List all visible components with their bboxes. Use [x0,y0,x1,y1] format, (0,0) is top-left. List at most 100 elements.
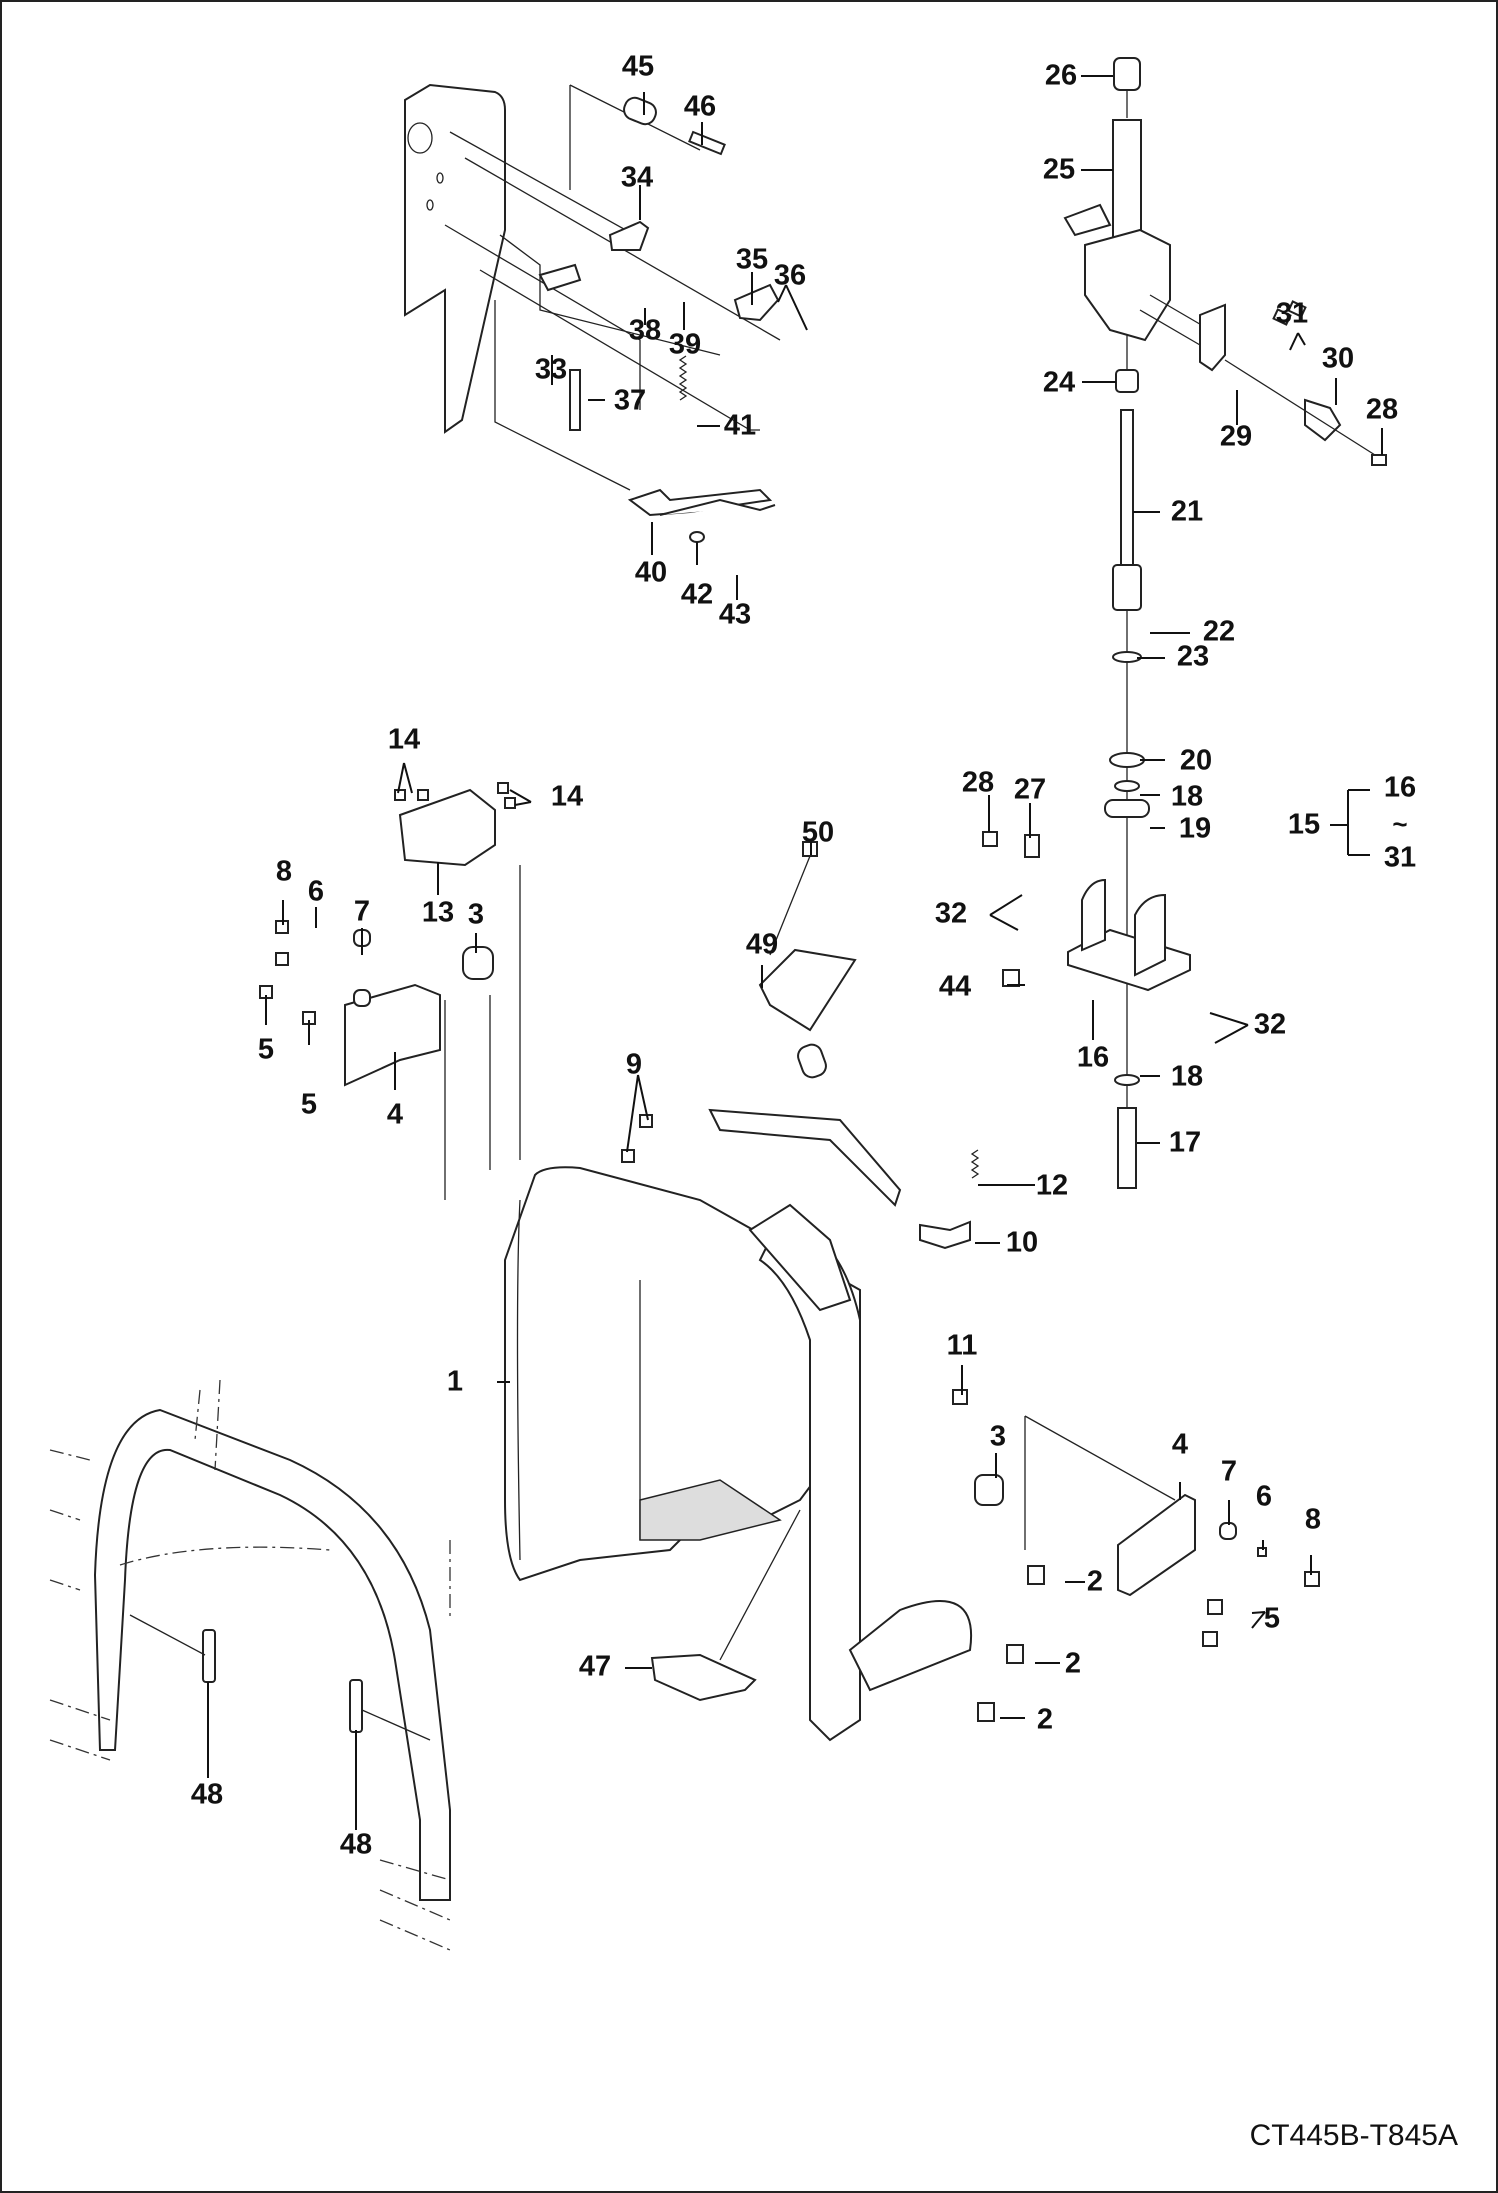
callout-12: 12 [1035,1169,1069,1202]
callout-3: 3 [989,1420,1007,1453]
assembly-range-symbol: ~ [1392,809,1408,839]
bolt-part [639,1114,653,1128]
callout-42: 42 [680,578,714,611]
callout-5: 5 [1263,1602,1281,1635]
callout-7: 7 [353,895,371,928]
bolt-part [1287,300,1307,318]
bolt-part [977,1702,995,1722]
boot-part [650,1653,757,1702]
pedal-arm [659,498,776,516]
bracket-part [398,788,496,867]
callout-6: 6 [1255,1480,1273,1513]
callout-48: 48 [190,1778,224,1811]
callout-46: 46 [683,90,717,123]
snap-ring-part [1112,651,1142,663]
side-plate [404,83,506,434]
callout-28: 28 [961,766,995,799]
guide-line [1024,1415,1176,1550]
spline-shaft [1117,1107,1137,1189]
callout-3: 3 [467,898,485,931]
floor-plate [848,1600,973,1692]
shaft-line [444,224,641,410]
callout-19: 19 [1178,812,1212,845]
guide-line [129,1614,206,1656]
callout-37: 37 [613,384,647,417]
callout-5: 5 [257,1033,275,1066]
callout-32: 32 [934,897,968,930]
bushing-part [1115,369,1139,393]
base-upright [1134,893,1166,977]
bolt-part [1006,1644,1024,1664]
callout-39: 39 [668,328,702,361]
callout-18: 18 [1170,1060,1204,1093]
lever-part [733,283,780,322]
callout-22: 22 [1202,615,1236,648]
collar-part [623,96,657,126]
callout-4: 4 [1171,1428,1189,1461]
callout-36: 36 [773,259,807,292]
callout-6: 6 [307,875,325,908]
shaft-line [494,300,631,491]
callout-2: 2 [1036,1703,1054,1736]
callout-7: 7 [1220,1455,1238,1488]
column-tube [1112,119,1142,241]
pedal-linkage-group [404,83,781,543]
plate-hole [426,199,434,211]
callout-21: 21 [1170,495,1204,528]
seal-strip-part [349,1679,363,1733]
guide-line [1224,359,1376,456]
universal-joint [1112,564,1142,611]
bolt-part [504,797,516,809]
callout-18: 18 [1170,780,1204,813]
callout-47: 47 [578,1650,612,1683]
callout-35: 35 [735,243,769,276]
bushing-part [1219,1522,1237,1540]
roller-part [974,1474,1004,1506]
callout-4: 4 [386,1098,404,1131]
callout-1: 1 [446,1365,464,1398]
hidden-line [49,1449,91,1591]
bracket-part [919,1220,971,1250]
bolt-part [1002,969,1020,987]
callout-43: 43 [718,598,752,631]
main-housing-group [504,841,1004,1742]
column-housing [1084,228,1171,342]
callout-49: 49 [745,928,779,961]
shaft-line [499,234,721,356]
handle-loop [748,1203,852,1312]
spring-part [970,1149,980,1179]
callout-20: 20 [1179,744,1213,777]
callout-32: 32 [1253,1008,1287,1041]
callout-9: 9 [625,1048,643,1081]
bracket-part [1024,834,1040,858]
bracket-part [1199,303,1226,372]
callout-16: 16 [1076,1041,1110,1074]
callout-2: 2 [1086,1565,1104,1598]
callout-30: 30 [1321,342,1355,375]
callout-31: 31 [1383,841,1417,874]
callout-2: 2 [1064,1647,1082,1680]
bolt-part [1027,1565,1045,1585]
column-base [1067,928,1191,992]
drawing-reference-code: CT445B-T845A [1249,2119,1458,2152]
plate-hole [407,122,433,154]
link-part [569,369,581,431]
callout-38: 38 [628,314,662,347]
callout-16: 16 [1383,771,1417,804]
top-rail [708,1108,902,1207]
spring-part [678,355,688,401]
ring-part [1109,752,1145,768]
bracket-part [1117,1493,1196,1597]
pedal-part [627,488,773,517]
leader-lines [207,75,1383,1830]
callout-48: 48 [339,1828,373,1861]
callout-40: 40 [634,556,668,589]
bolt-part [497,782,509,794]
callout-45: 45 [621,50,655,83]
arm-part [608,220,650,251]
callout-15: 15 [1287,808,1321,841]
guide-line [769,855,811,956]
callout-24: 24 [1042,366,1076,399]
callout-31: 31 [1275,297,1309,330]
cab-frame-arch [93,1408,451,1901]
